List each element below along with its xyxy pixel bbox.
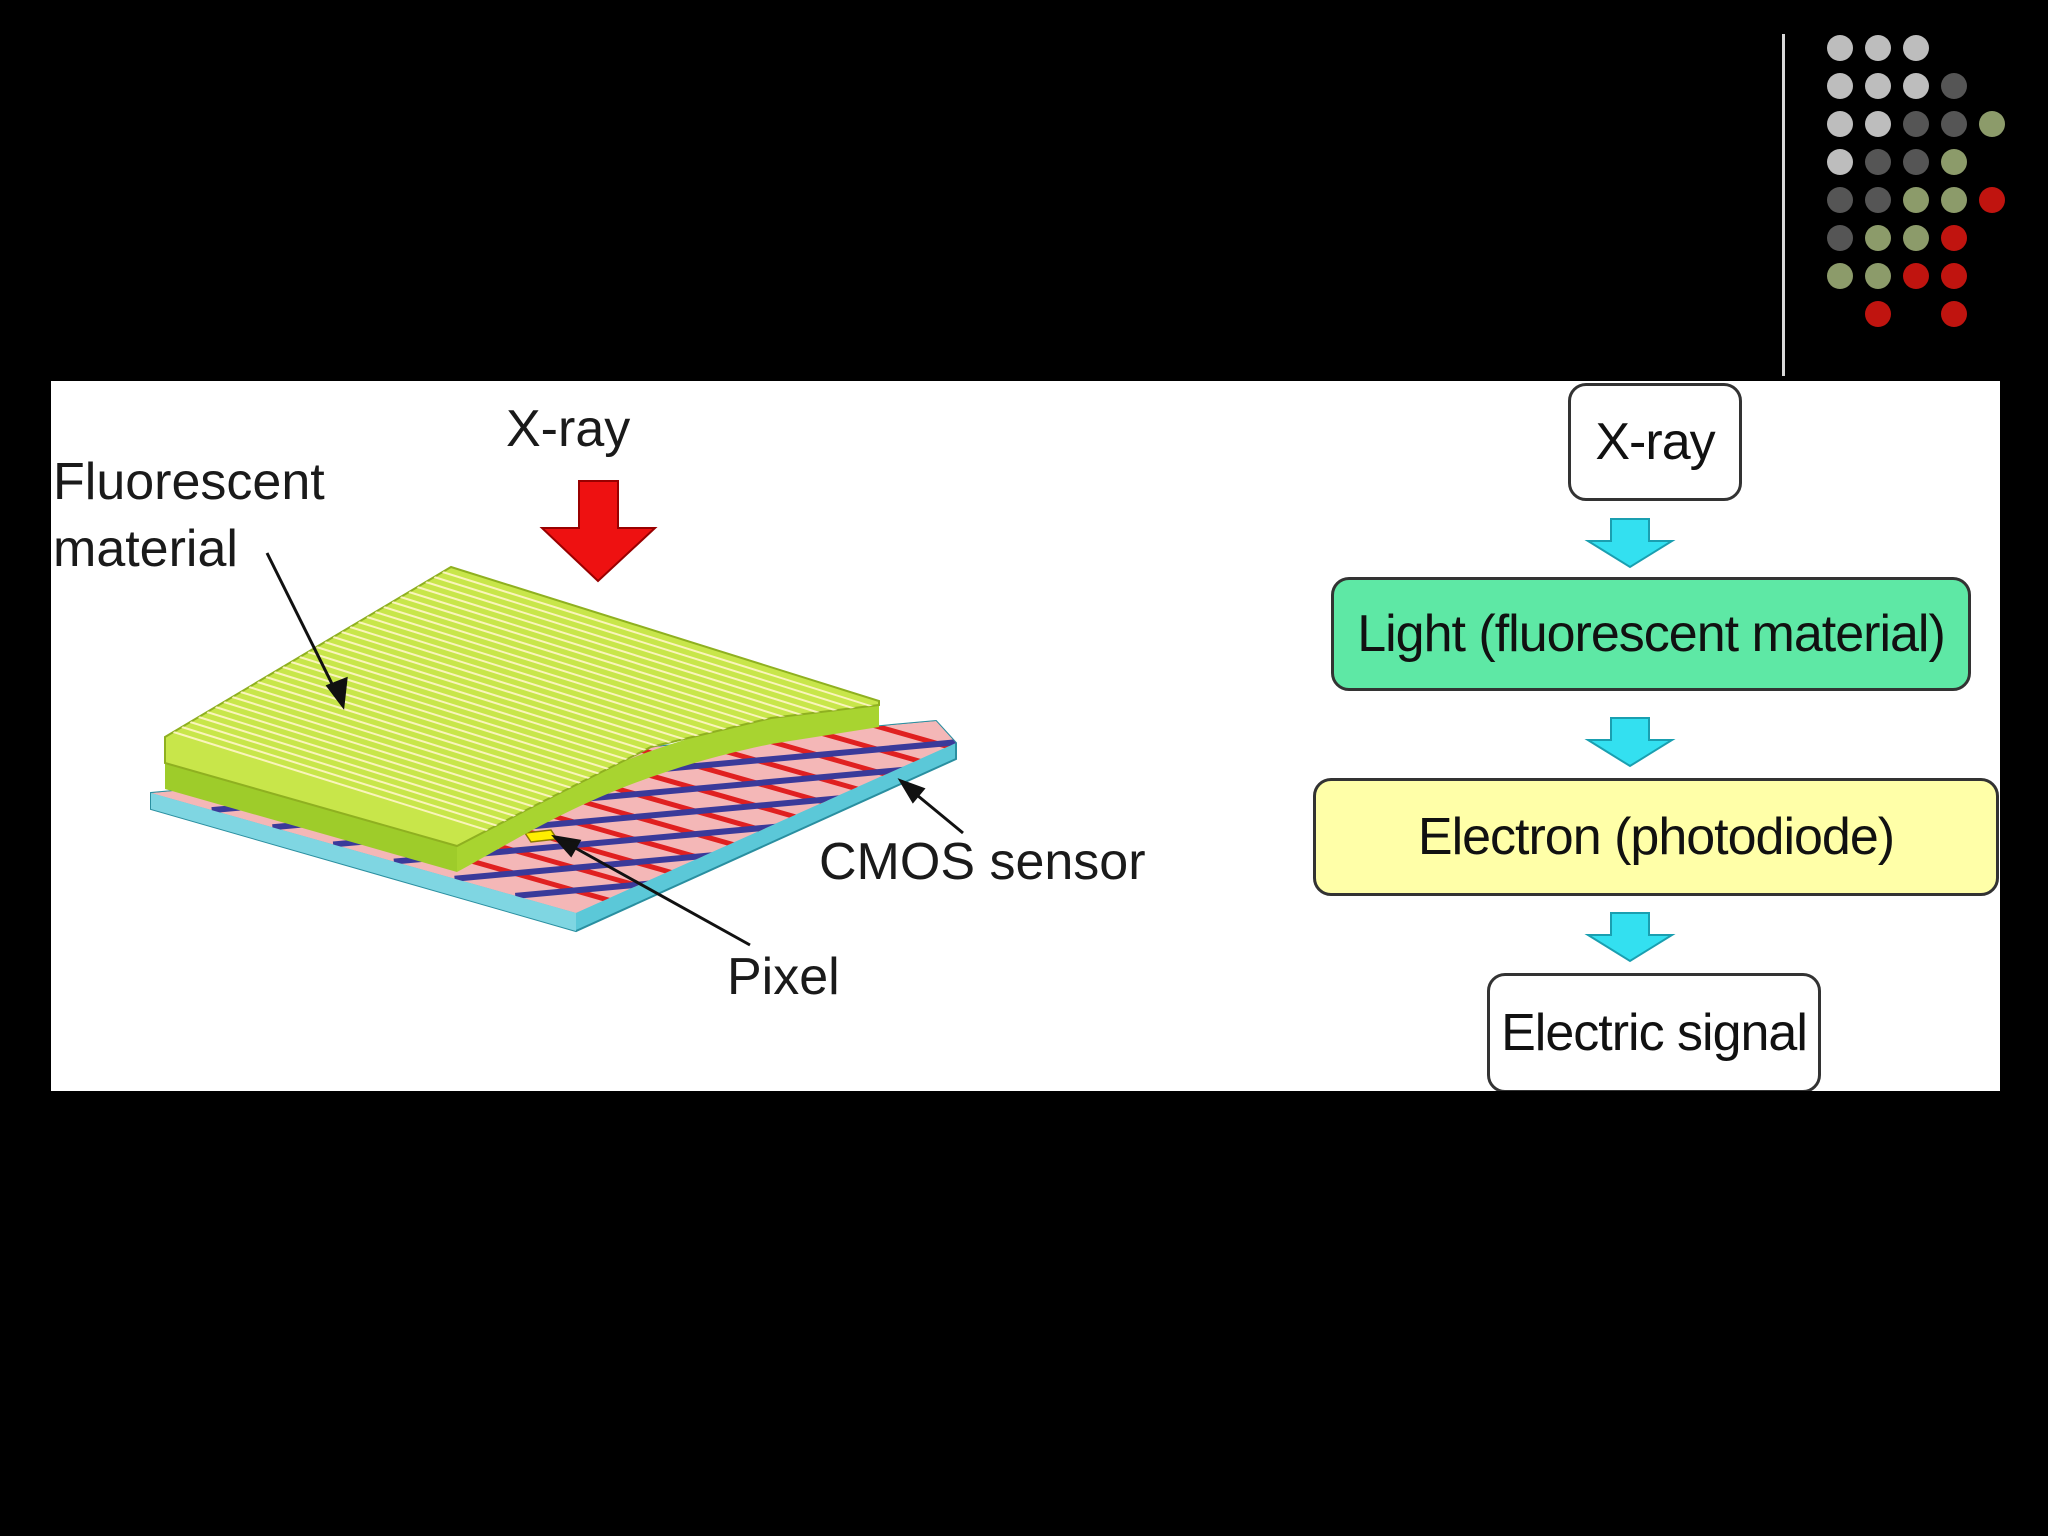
decorative-dot	[1979, 111, 2005, 137]
fluorescent-leader-line	[265, 552, 345, 707]
fluorescent-label-line2: material	[53, 520, 238, 578]
cmos-leader-arrowhead	[897, 778, 926, 804]
diagram-panel: X-ray Fluorescent material CMOS sensor P…	[51, 381, 2000, 1091]
decorative-dot	[1941, 263, 1967, 289]
flow-arrow-2	[1584, 717, 1676, 768]
decorative-dot	[1865, 225, 1891, 251]
decorative-dot	[1903, 149, 1929, 175]
decorative-dot	[1865, 187, 1891, 213]
decorative-dot	[1941, 149, 1967, 175]
decorative-dot	[1903, 187, 1929, 213]
decorative-dot	[1865, 301, 1891, 327]
flow-step-light: Light (fluorescent material)	[1331, 577, 1971, 691]
decorative-dot	[1941, 301, 1967, 327]
flow-arrow-3	[1584, 912, 1676, 963]
flow-step-electron: Electron (photodiode)	[1313, 778, 1999, 896]
decorative-dot	[1941, 73, 1967, 99]
cmos-sensor-label: CMOS sensor	[819, 833, 1146, 891]
xray-label: X-ray	[506, 400, 631, 458]
decorative-dot	[1941, 187, 1967, 213]
decorative-dot	[1827, 263, 1853, 289]
decorative-dot	[1941, 225, 1967, 251]
decorative-dot	[1903, 111, 1929, 137]
decorative-dot	[1979, 187, 2005, 213]
pixel-leader-arrowhead	[551, 834, 582, 858]
decorative-dot	[1827, 187, 1853, 213]
decorative-dot	[1827, 73, 1853, 99]
decorative-dot	[1865, 111, 1891, 137]
fluorescent-label-line1: Fluorescent	[53, 453, 325, 511]
decorative-dot	[1827, 35, 1853, 61]
sensor-illustration	[150, 480, 1676, 963]
pixel-label: Pixel	[727, 948, 840, 1006]
decorative-dot	[1827, 225, 1853, 251]
flow-arrow-1	[1584, 518, 1676, 569]
decorative-dot	[1865, 73, 1891, 99]
decorative-dot	[1903, 225, 1929, 251]
fluorescent-leader-arrowhead	[325, 676, 348, 710]
decorative-dot	[1941, 111, 1967, 137]
decorative-dot	[1903, 263, 1929, 289]
decorative-dot-grid	[0, 0, 2048, 380]
decorative-dot	[1827, 111, 1853, 137]
pixel-leader-line	[560, 838, 751, 947]
decorative-dot	[1865, 149, 1891, 175]
decorative-dot	[1865, 263, 1891, 289]
decorative-dot	[1903, 35, 1929, 61]
decorative-dot	[1865, 35, 1891, 61]
flow-step-electric-signal: Electric signal	[1487, 973, 1821, 1091]
decorative-dot	[1903, 73, 1929, 99]
decorative-divider	[1782, 34, 1785, 376]
fluorescent-layer	[164, 565, 880, 872]
decorative-dot	[1827, 149, 1853, 175]
xray-arrow	[539, 480, 658, 583]
flow-step-xray: X-ray	[1568, 383, 1742, 501]
